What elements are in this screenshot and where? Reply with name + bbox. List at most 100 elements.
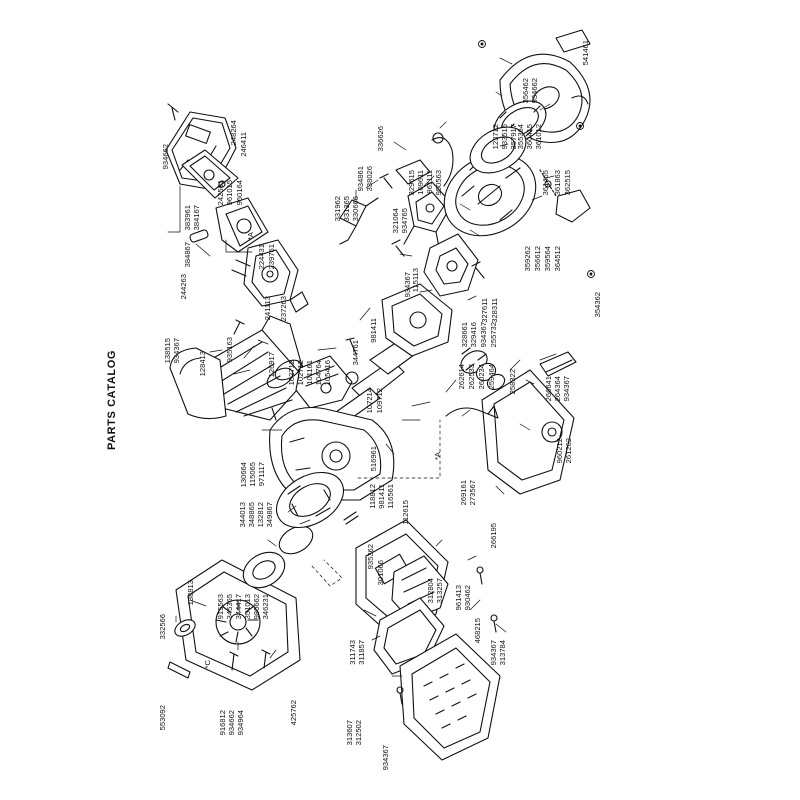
starter-handle — [539, 169, 591, 223]
circle-markers — [478, 40, 595, 278]
part-number-label: 361465 — [541, 170, 550, 195]
part-number-label: 262533 — [467, 364, 476, 389]
part-number-label: 224431 — [257, 244, 266, 269]
part-number-label: 468215 — [473, 618, 482, 643]
part-number-label: 915563 — [216, 594, 225, 619]
crankcase — [269, 406, 395, 501]
part-number-label: 356612 — [533, 246, 542, 271]
part-number-label: 961015 — [225, 180, 234, 205]
part-number-label: 331365 — [342, 196, 351, 221]
cylinder — [209, 315, 307, 421]
reference-lines — [167, 57, 557, 677]
part-number-label: 115113 — [411, 268, 420, 292]
part-number-label: 321064 — [391, 208, 400, 233]
starter-cover-plate — [555, 29, 591, 53]
part-number-label: 930462 — [463, 585, 472, 610]
part-number-label: 273567 — [468, 480, 477, 505]
part-number-label: 102712 — [296, 360, 305, 385]
part-number-label: 351013 — [243, 594, 252, 619]
part-number-label: 107214 — [365, 388, 374, 413]
part-number-label: 361863 — [553, 170, 562, 195]
air-cleaner-base — [167, 103, 269, 253]
carburetor — [231, 239, 309, 313]
part-number-label: 313257 — [435, 578, 444, 603]
part-number-label: 934765 — [400, 208, 409, 233]
part-number-label: 934367 — [479, 322, 488, 347]
part-number-label: 934662 — [161, 144, 170, 169]
part-number-label: 311857 — [357, 640, 366, 665]
part-number-label: 115065 — [248, 462, 257, 487]
part-number-label: 101161 — [305, 360, 314, 385]
part-number-label: 541461 — [581, 40, 590, 65]
part-number-label: 934367 — [172, 338, 181, 363]
ignition-coil — [403, 181, 453, 253]
part-number-label: 242561 — [216, 180, 225, 205]
part-number-label: 330666 — [351, 196, 360, 221]
part-number-label: 934662 — [530, 78, 539, 103]
part-number-label: 109712 — [375, 388, 384, 413]
part-number-label: 313784 — [498, 640, 507, 665]
part-number-label: 348865 — [247, 502, 256, 527]
muffler-baffle — [391, 555, 449, 621]
part-number-label: 246411 — [239, 132, 248, 157]
spark-plug-boot — [339, 132, 454, 245]
muffler-cover — [399, 633, 501, 761]
part-number-label: 971117 — [257, 462, 266, 486]
part-number-label: 934662 — [227, 710, 236, 735]
gasket — [167, 619, 196, 679]
part-number-label: 112615 — [401, 500, 410, 525]
part-number-label: 961111 — [425, 170, 434, 194]
part-number-label: 261262 — [564, 438, 573, 463]
part-number-label: 354362 — [593, 292, 602, 317]
part-number-label: 239761 — [267, 244, 276, 269]
part-number-label: 241113 — [263, 296, 272, 320]
reference-marker: *C — [203, 659, 212, 668]
part-number-label: 266641 — [544, 376, 553, 401]
part-number-label: 266195 — [489, 523, 498, 548]
clutch-gears — [460, 347, 506, 391]
part-number-label: 916812 — [218, 710, 227, 735]
part-number-label: 128413 — [198, 351, 207, 376]
part-number-label: 311743 — [348, 640, 357, 665]
fan-housing — [175, 559, 301, 691]
fan-flywheel — [242, 525, 314, 589]
air-cleaner-filter — [181, 149, 239, 199]
part-number-label: 126917 — [267, 352, 276, 377]
part-number-label: 116561 — [386, 484, 395, 509]
part-number-label: 361012 — [534, 124, 543, 149]
part-number-label: 345365 — [225, 594, 234, 619]
part-number-label: 109611 — [416, 170, 425, 195]
piston — [295, 355, 353, 409]
part-number-label: 425762 — [289, 700, 298, 725]
part-number-label: 960164 — [235, 180, 244, 205]
reference-marker: *A — [433, 451, 442, 460]
reference-marker: *A — [246, 231, 255, 240]
part-number-label: 301066 — [376, 560, 385, 585]
part-number-label: 237263 — [279, 296, 288, 321]
fasteners — [229, 173, 485, 671]
clutch-assembly — [276, 471, 344, 529]
throttle-cable — [445, 405, 499, 419]
part-number-label: 329416 — [469, 322, 478, 347]
part-number-label: 360415 — [525, 124, 534, 149]
part-number-label: 138515 — [163, 338, 172, 363]
part-number-label: 248264 — [229, 120, 238, 145]
part-number-label: 349867 — [265, 502, 274, 527]
part-number-label: 384167 — [192, 205, 201, 230]
clutch-housing — [481, 369, 575, 495]
part-number-label: 383961 — [183, 205, 192, 230]
part-number-label: 934964 — [236, 710, 245, 735]
part-number-label: 255732 — [489, 322, 498, 347]
part-number-label: 338026 — [365, 166, 374, 191]
part-number-label: 262614 — [457, 364, 466, 389]
part-number-label: 384867 — [183, 242, 192, 267]
part-number-label: 960212 — [555, 438, 564, 463]
part-number-label: 980662 — [252, 594, 261, 619]
part-number-label: 138813 — [186, 580, 195, 605]
part-number-label: 359262 — [523, 246, 532, 271]
part-number-label: 264364 — [553, 376, 562, 401]
part-number-label: 934367 — [403, 272, 412, 297]
part-number-label: 332566 — [158, 614, 167, 639]
